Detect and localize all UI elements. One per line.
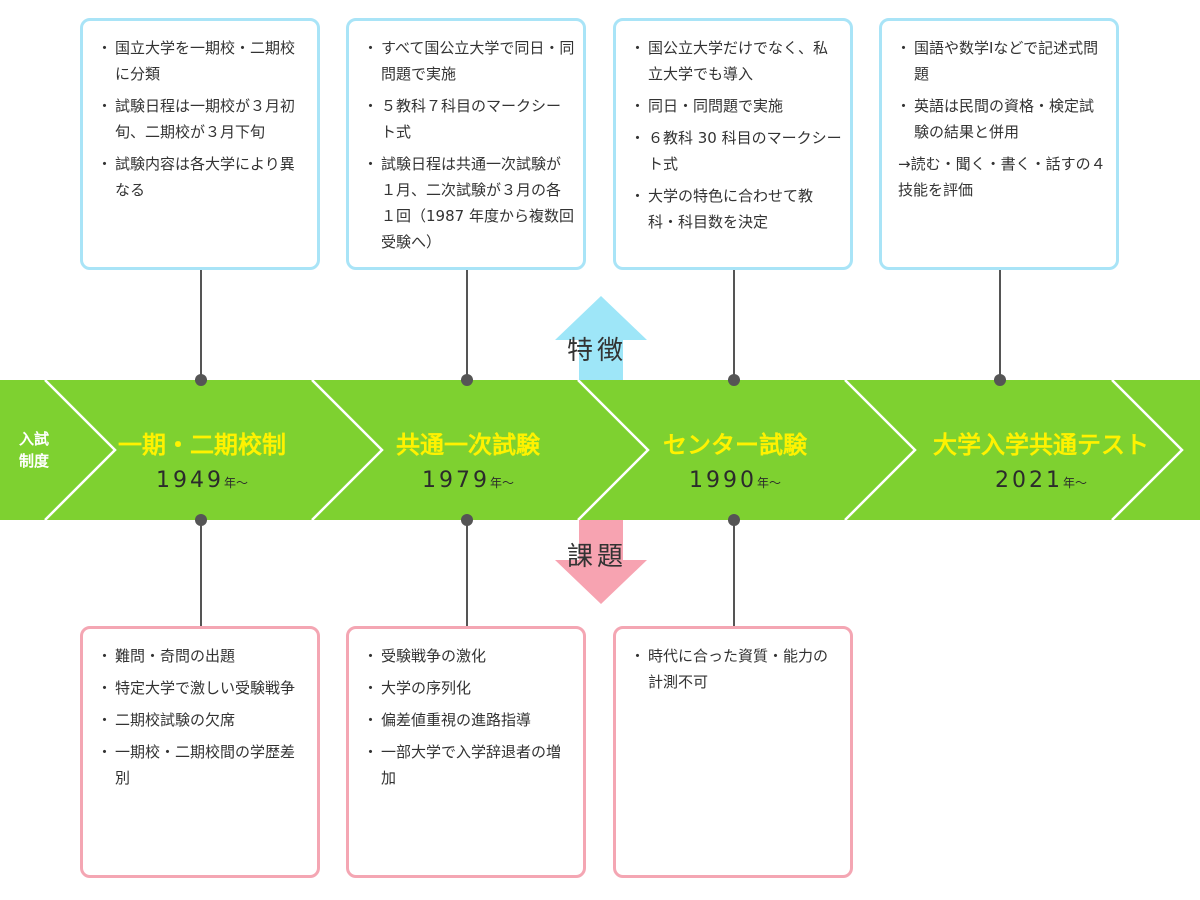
issue-item: 一期校・二期校間の学歴差別 (93, 739, 309, 791)
feature-up-arrow-icon (555, 296, 647, 380)
era-label: 共通一次試験 1979年～ (333, 428, 603, 493)
issue-item: 時代に合った資質・能力の計測不可 (626, 643, 842, 695)
feature-connector (999, 270, 1001, 380)
feature-box: すべて国公立大学で同日・同問題で実施 ５教科７科目のマークシート式 試験日程は共… (346, 18, 586, 270)
issue-item: 難問・奇問の出題 (93, 643, 309, 669)
feature-box: 国語や数学Ⅰなどで記述式問題 英語は民間の資格・検定試験の結果と併用 →読む・聞… (879, 18, 1119, 270)
issue-connector-dot (728, 514, 740, 526)
feature-item: すべて国公立大学で同日・同問題で実施 (359, 35, 575, 87)
feature-item: 国公立大学だけでなく、私立大学でも導入 (626, 35, 842, 87)
issue-connector (466, 520, 468, 628)
issue-item: 特定大学で激しい受験戦争 (93, 675, 309, 701)
timeline-band (0, 380, 1200, 520)
feature-arrow-label: 特徴 (567, 336, 628, 366)
feature-connector-dot (195, 374, 207, 386)
feature-item: 同日・同問題で実施 (626, 93, 842, 119)
feature-item: 試験内容は各大学により異なる (93, 151, 309, 203)
issue-list: 時代に合った資質・能力の計測不可 (626, 643, 842, 695)
issue-item: 受験戦争の激化 (359, 643, 575, 669)
era-year-row: 1990年～ (600, 468, 870, 493)
era-year-suffix: 年～ (756, 476, 781, 490)
issue-box: 時代に合った資質・能力の計測不可 (613, 626, 853, 878)
feature-connector-dot (728, 374, 740, 386)
band-chevron-divider (44, 380, 117, 520)
axis-label-line: 制度 (18, 452, 49, 470)
era-year: 1949 (155, 468, 224, 493)
era-year-suffix: 年～ (1062, 476, 1087, 490)
feature-item: 国語や数学Ⅰなどで記述式問題 (892, 35, 1108, 87)
issue-item: 一部大学で入学辞退者の増加 (359, 739, 575, 791)
issue-list: 難問・奇問の出題 特定大学で激しい受験戦争 二期校試験の欠席 一期校・二期校間の… (93, 643, 309, 791)
era-name: 共通一次試験 (396, 431, 540, 459)
feature-item: ６教科 30 科目のマークシート式 (626, 125, 842, 177)
era-year-row: 2021年～ (906, 468, 1176, 493)
band-chevron-divider (577, 380, 650, 520)
issue-connector-dot (195, 514, 207, 526)
issue-arrow-label: 課題 (567, 542, 628, 572)
feature-note: →読む・聞く・書く・話すの４技能を評価 (898, 155, 1106, 199)
feature-list: すべて国公立大学で同日・同問題で実施 ５教科７科目のマークシート式 試験日程は共… (359, 35, 575, 255)
issue-box: 受験戦争の激化 大学の序列化 偏差値重視の進路指導 一部大学で入学辞退者の増加 (346, 626, 586, 878)
band-chevron-divider (844, 380, 917, 520)
issue-connector (200, 520, 202, 628)
era-year-row: 1979年～ (333, 468, 603, 493)
era-year-suffix: 年～ (223, 476, 248, 490)
issue-item: 二期校試験の欠席 (93, 707, 309, 733)
era-year: 2021 (994, 468, 1063, 493)
feature-item: ５教科７科目のマークシート式 (359, 93, 575, 145)
feature-list: 国立大学を一期校・二期校に分類 試験日程は一期校が３月初旬、二期校が３月下旬 試… (93, 35, 309, 203)
issue-item: 偏差値重視の進路指導 (359, 707, 575, 733)
era-label: センター試験 1990年～ (600, 428, 870, 493)
band-chevron-divider (311, 380, 384, 520)
era-label: 大学入学共通テスト 2021年～ (906, 428, 1176, 493)
feature-item: 国立大学を一期校・二期校に分類 (93, 35, 309, 87)
feature-box: 国立大学を一期校・二期校に分類 試験日程は一期校が３月初旬、二期校が３月下旬 試… (80, 18, 320, 270)
issue-down-arrow-icon (555, 520, 647, 604)
feature-connector (733, 270, 735, 380)
feature-item: 英語は民間の資格・検定試験の結果と併用 (892, 93, 1108, 145)
issue-list: 受験戦争の激化 大学の序列化 偏差値重視の進路指導 一部大学で入学辞退者の増加 (359, 643, 575, 791)
issue-box: 難問・奇問の出題 特定大学で激しい受験戦争 二期校試験の欠席 一期校・二期校間の… (80, 626, 320, 878)
feature-list: 国語や数学Ⅰなどで記述式問題 英語は民間の資格・検定試験の結果と併用 →読む・聞… (892, 35, 1108, 203)
era-year-suffix: 年～ (489, 476, 514, 490)
era-name: 一期・二期校制 (118, 431, 286, 459)
era-year-row: 1949年～ (67, 468, 337, 493)
era-name: 大学入学共通テスト (933, 431, 1149, 459)
era-year: 1990 (688, 468, 757, 493)
feature-box: 国公立大学だけでなく、私立大学でも導入 同日・同問題で実施 ６教科 30 科目の… (613, 18, 853, 270)
era-year: 1979 (421, 468, 490, 493)
axis-label: 入試 制度 (8, 428, 60, 472)
feature-connector-dot (461, 374, 473, 386)
feature-connector (466, 270, 468, 380)
feature-item: 試験日程は一期校が３月初旬、二期校が３月下旬 (93, 93, 309, 145)
era-label: 一期・二期校制 1949年～ (67, 428, 337, 493)
feature-item: 試験日程は共通一次試験が１月、二次試験が３月の各１回（1987 年度から複数回受… (359, 151, 575, 255)
feature-connector-dot (994, 374, 1006, 386)
feature-list: 国公立大学だけでなく、私立大学でも導入 同日・同問題で実施 ６教科 30 科目の… (626, 35, 842, 235)
feature-item: 大学の特色に合わせて教科・科目数を決定 (626, 183, 842, 235)
issue-connector-dot (461, 514, 473, 526)
feature-connector (200, 270, 202, 380)
band-chevron-divider (1111, 380, 1184, 520)
issue-connector (733, 520, 735, 628)
issue-item: 大学の序列化 (359, 675, 575, 701)
axis-label-line: 入試 (18, 430, 49, 448)
era-name: センター試験 (663, 431, 807, 459)
